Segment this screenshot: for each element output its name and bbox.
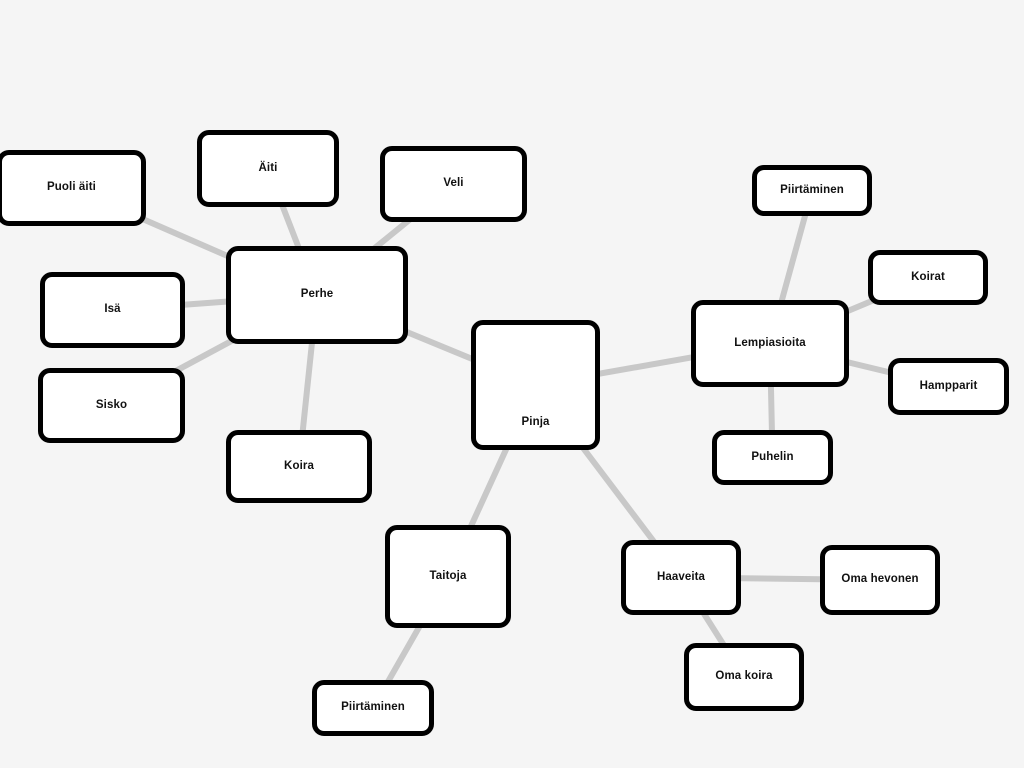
node-taitoja[interactable]: Taitoja	[385, 525, 511, 628]
node-veli[interactable]: Veli	[380, 146, 527, 222]
node-label-isa: Isä	[104, 303, 121, 316]
node-lempiasioita[interactable]: Lempiasioita	[691, 300, 849, 387]
node-label-hampparit: Hampparit	[919, 379, 978, 392]
node-puhelin[interactable]: Puhelin	[712, 430, 833, 485]
node-label-oma-koira: Oma koira	[715, 670, 773, 683]
node-label-perhe: Perhe	[300, 288, 334, 301]
node-label-oma-hevonen: Oma hevonen	[841, 573, 919, 586]
node-label-koira: Koira	[284, 459, 314, 472]
node-piirtaminen-taito[interactable]: Piirtäminen	[312, 680, 434, 736]
node-pinja[interactable]: Pinja	[471, 320, 600, 450]
node-koira[interactable]: Koira	[226, 430, 372, 503]
node-label-puoli-aiti: Puoli äiti	[47, 181, 96, 194]
node-isa[interactable]: Isä	[40, 272, 185, 348]
node-sisko[interactable]: Sisko	[38, 368, 185, 443]
node-label-lempiasioita: Lempiasioita	[734, 336, 806, 349]
node-aiti[interactable]: Äiti	[197, 130, 339, 207]
node-piirtaminen-lempi[interactable]: Piirtäminen	[752, 165, 872, 216]
node-label-pinja: Pinja	[521, 415, 550, 428]
node-puoli-aiti[interactable]: Puoli äiti	[0, 150, 146, 226]
node-label-aiti: Äiti	[258, 161, 278, 174]
node-label-koirat: Koirat	[911, 270, 945, 283]
node-label-veli: Veli	[443, 177, 464, 190]
node-label-piirtaminen-lempi: Piirtäminen	[780, 183, 844, 196]
node-oma-koira[interactable]: Oma koira	[684, 643, 804, 711]
node-oma-hevonen[interactable]: Oma hevonen	[820, 545, 940, 615]
node-label-haaveita: Haaveita	[656, 570, 706, 583]
node-hampparit[interactable]: Hampparit	[888, 358, 1009, 415]
node-label-sisko: Sisko	[95, 398, 128, 411]
node-perhe[interactable]: Perhe	[226, 246, 408, 344]
node-label-piirtaminen-taito: Piirtäminen	[341, 701, 405, 714]
node-koirat[interactable]: Koirat	[868, 250, 988, 305]
node-haaveita[interactable]: Haaveita	[621, 540, 741, 615]
node-label-taitoja: Taitoja	[429, 569, 467, 582]
node-label-puhelin: Puhelin	[751, 450, 794, 463]
